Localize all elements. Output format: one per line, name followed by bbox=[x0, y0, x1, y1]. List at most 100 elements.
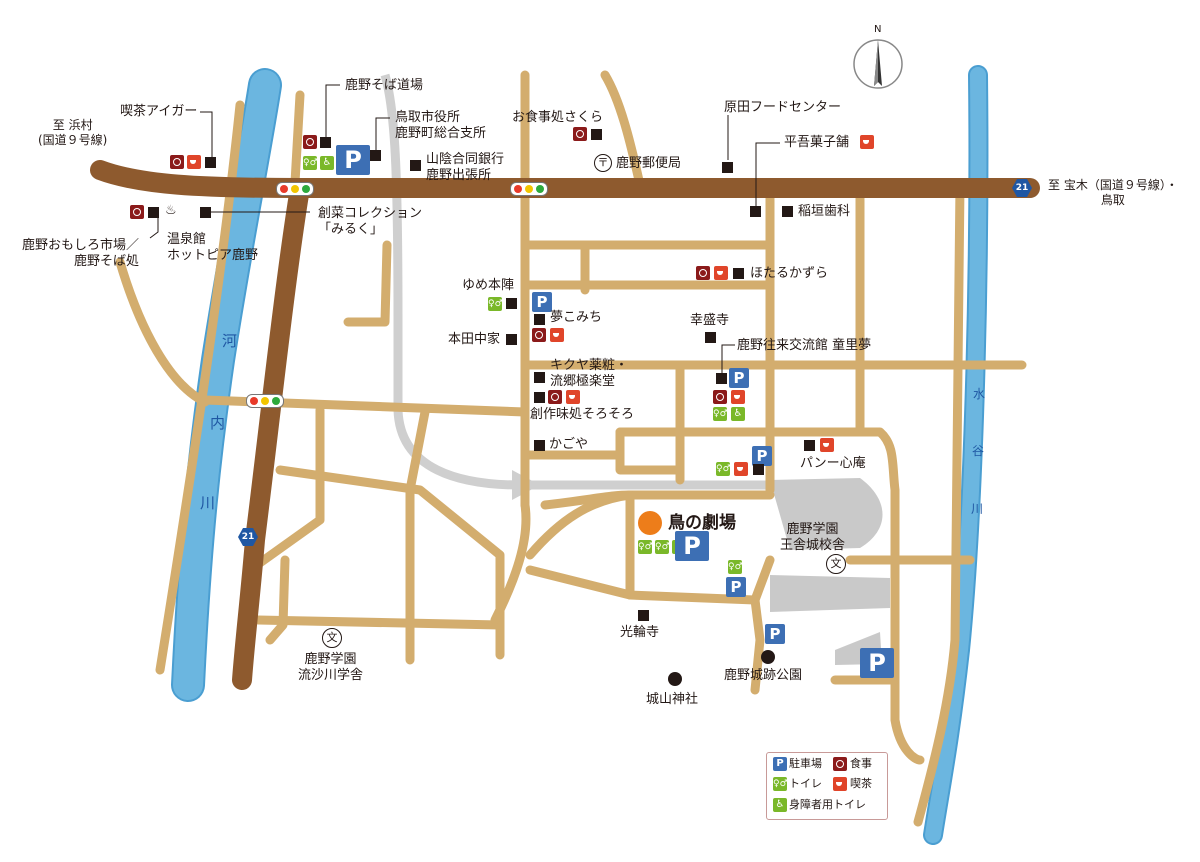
parking-icon: P bbox=[860, 648, 894, 678]
parking-icon: P bbox=[336, 145, 370, 175]
parking-icon: P bbox=[765, 624, 785, 644]
route-shield-icon: 21 bbox=[1012, 179, 1032, 197]
legend-accessible-icon: ♿ bbox=[773, 798, 787, 812]
school-ground-2 bbox=[770, 575, 890, 612]
place-kagoya: かごや bbox=[549, 437, 589, 452]
toilet-icon: ♀♂ bbox=[638, 540, 653, 554]
poi-marker bbox=[534, 314, 545, 325]
food-icon bbox=[130, 205, 144, 219]
poi-marker bbox=[148, 207, 159, 218]
toilet-icon: ♀♂ bbox=[728, 560, 743, 574]
place-harada-food: 原田フードセンター bbox=[724, 100, 842, 115]
parking-icon: P bbox=[752, 446, 772, 466]
streets bbox=[115, 70, 1027, 827]
poi-marker bbox=[638, 610, 649, 621]
compass-north-label: N bbox=[874, 24, 882, 35]
place-kissa-aigar: 喫茶アイガー bbox=[120, 104, 198, 119]
route-shield-icon: 21 bbox=[238, 528, 258, 546]
legend-cafe-label: 喫茶 bbox=[850, 777, 872, 790]
poi-marker bbox=[782, 206, 793, 217]
place-panichi: パンー心庵 bbox=[800, 456, 866, 471]
legend-toilet-label: トイレ bbox=[789, 777, 822, 790]
place-warimu: 鹿野往来交流館 童里夢 bbox=[737, 338, 872, 353]
map-legend: P 駐車場 食事 ♀♂ トイレ 喫茶 ♿ 身障者用トイレ bbox=[766, 752, 888, 820]
cafe-icon bbox=[860, 135, 874, 149]
legend-food-icon bbox=[833, 757, 847, 771]
food-icon bbox=[573, 127, 587, 141]
cafe-icon bbox=[714, 266, 728, 280]
poi-marker bbox=[733, 268, 744, 279]
traffic-signal-icon bbox=[276, 182, 314, 196]
place-yume-honjin: ゆめ本陣 bbox=[462, 278, 515, 293]
compass-icon: N bbox=[852, 24, 908, 98]
place-miruku: 創菜コレクション 「みるく」 bbox=[318, 206, 423, 237]
place-kikuya: キクヤ薬粧・ 流郷極楽堂 bbox=[550, 358, 629, 389]
place-city-office: 鳥取市役所 鹿野町総合支所 bbox=[395, 110, 487, 141]
poi-marker bbox=[716, 373, 727, 384]
legend-toilet-icon: ♀♂ bbox=[773, 777, 788, 791]
place-shikano-soba-dojo: 鹿野そば道場 bbox=[345, 78, 424, 93]
poi-marker bbox=[205, 157, 216, 168]
parking-icon: P bbox=[729, 368, 749, 388]
legend-parking-icon: P bbox=[773, 757, 787, 771]
legend-food-label: 食事 bbox=[850, 757, 872, 770]
park-marker bbox=[761, 650, 775, 664]
poi-marker bbox=[506, 334, 517, 345]
place-omoshiro: 鹿野おもしろ市場／ 鹿野そば処 bbox=[22, 238, 140, 269]
place-post-office: 鹿野郵便局 bbox=[616, 156, 682, 171]
traffic-signal-icon bbox=[246, 394, 284, 408]
post-office-icon: 〒 bbox=[594, 154, 612, 172]
toilet-icon: ♀♂ bbox=[716, 462, 731, 476]
food-icon bbox=[696, 266, 710, 280]
poi-marker bbox=[534, 440, 545, 451]
theater-name: 鳥の劇場 bbox=[668, 513, 736, 533]
place-sorosoro: 創作味処そろそろ bbox=[530, 407, 635, 422]
place-ousajo: 鹿野学園 王舎城校舎 bbox=[780, 522, 846, 553]
river-mizutani-label-3: 川 bbox=[971, 502, 984, 516]
food-icon bbox=[548, 390, 562, 404]
poi-marker bbox=[534, 372, 545, 383]
toilet-icon: ♀♂ bbox=[655, 540, 670, 554]
school-icon: 文 bbox=[826, 554, 846, 574]
direction-west: 至 浜村 (国道９号線) bbox=[38, 118, 108, 147]
school-icon: 文 bbox=[322, 628, 342, 648]
toilet-icon: ♀♂ bbox=[303, 156, 318, 170]
place-sanin-bank: 山陰合同銀行 鹿野出張所 bbox=[426, 152, 505, 183]
parking-icon: P bbox=[675, 531, 709, 561]
poi-marker bbox=[591, 129, 602, 140]
place-castle-park: 鹿野城跡公園 bbox=[724, 668, 803, 683]
poi-marker bbox=[722, 162, 733, 173]
shrine-marker bbox=[668, 672, 682, 686]
direction-east: 至 宝木（国道９号線）・ 鳥取 bbox=[1048, 178, 1178, 207]
place-sakura: お食事処さくら bbox=[512, 110, 604, 125]
place-inagaki-dental: 稲垣歯科 bbox=[798, 204, 851, 219]
river-kawachi-label-3: 川 bbox=[200, 494, 216, 512]
theater-marker bbox=[638, 511, 662, 535]
food-icon bbox=[532, 328, 546, 342]
river-mizutani-label-1: 水 bbox=[973, 387, 986, 401]
place-onsen: 温泉館 ホットピア鹿野 bbox=[167, 232, 259, 263]
onsen-icon: ♨ bbox=[165, 203, 177, 218]
accessible-icon: ♿ bbox=[731, 407, 745, 421]
legend-parking-label: 駐車場 bbox=[789, 757, 822, 770]
river-kawachi-label-1: 河 bbox=[222, 332, 238, 350]
parking-icon: P bbox=[532, 292, 552, 312]
place-koseiji: 幸盛寺 bbox=[690, 313, 730, 328]
poi-marker bbox=[534, 392, 545, 403]
accessible-icon: ♿ bbox=[320, 156, 334, 170]
river-kawachi-label-2: 内 bbox=[210, 414, 226, 432]
poi-marker bbox=[506, 298, 517, 309]
poi-marker bbox=[200, 207, 211, 218]
toilet-icon: ♀♂ bbox=[488, 297, 503, 311]
route21 bbox=[232, 178, 310, 690]
poi-marker bbox=[410, 160, 421, 171]
food-icon bbox=[303, 135, 317, 149]
cafe-icon bbox=[187, 155, 201, 169]
place-shiroyama: 城山神社 bbox=[646, 692, 699, 707]
river-mizutani-label-2: 谷 bbox=[972, 444, 985, 458]
cafe-icon bbox=[566, 390, 580, 404]
cafe-icon bbox=[731, 390, 745, 404]
